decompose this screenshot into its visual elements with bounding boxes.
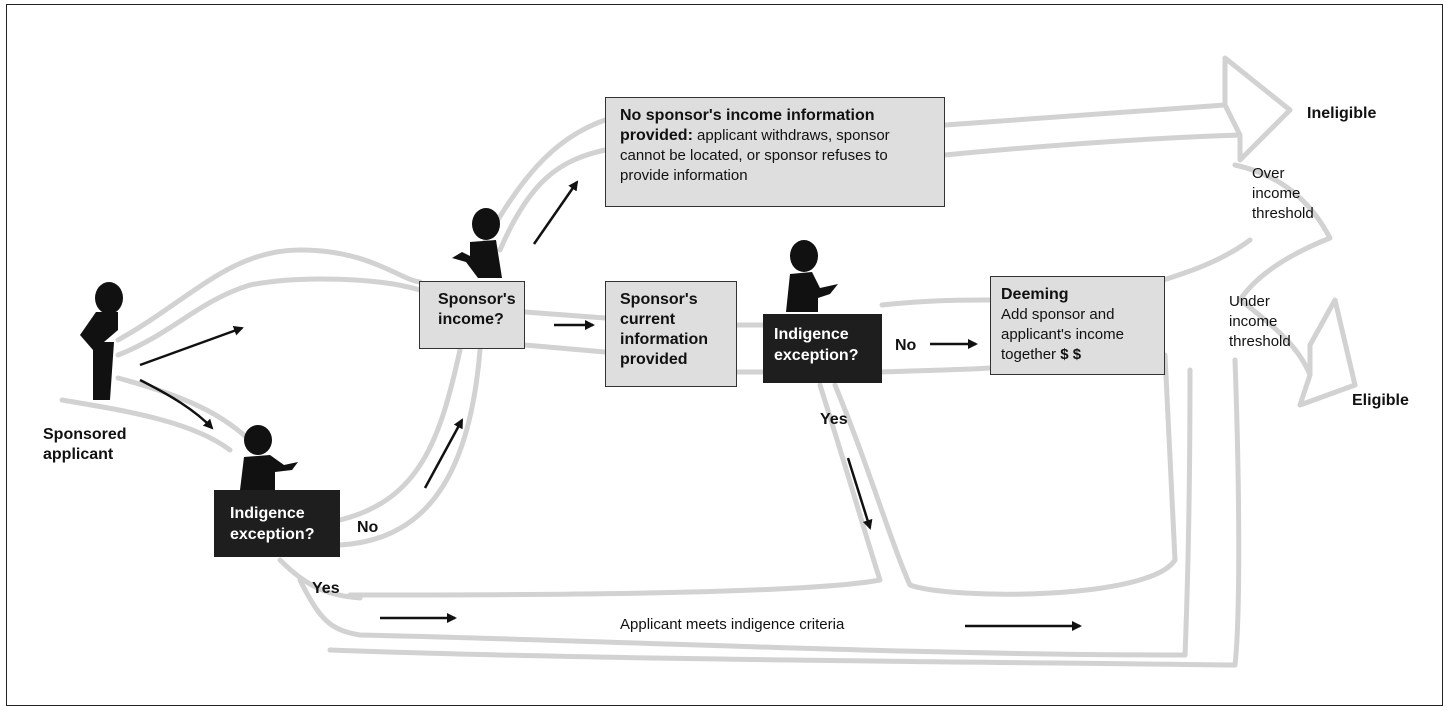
current-info-box: Sponsor's current information provided bbox=[605, 281, 737, 387]
person-icon-indigence-2 bbox=[786, 240, 838, 312]
eligible-label: Eligible bbox=[1352, 392, 1409, 409]
arrow-yes-down bbox=[846, 457, 873, 530]
indigence-2-no-label: No bbox=[895, 337, 917, 354]
sponsor-income-box: Sponsor's income? bbox=[419, 281, 525, 349]
start-label: Sponsored applicant bbox=[43, 426, 127, 463]
indigence-exception-box-2: Indigence exception? bbox=[763, 314, 882, 383]
indigence-1-no-label: No bbox=[357, 519, 379, 536]
flow-bands bbox=[59, 55, 1358, 668]
deeming-money: $ $ bbox=[1060, 346, 1082, 363]
deeming-title: Deeming bbox=[1001, 286, 1069, 303]
no-info-text: applicant withdraws, sponsor cannot be l… bbox=[620, 127, 890, 184]
meets-criteria-label: Applicant meets indigence criteria bbox=[620, 616, 845, 633]
ineligible-label: Ineligible bbox=[1307, 105, 1377, 122]
no-info-box: No sponsor's income information provided… bbox=[605, 97, 945, 207]
arrow-to-no-info bbox=[532, 180, 579, 245]
deeming-box: Deeming Add sponsor and applicant's inco… bbox=[990, 276, 1165, 375]
person-icon-start bbox=[80, 282, 123, 400]
deeming-text: Add sponsor and applicant's income toget… bbox=[1001, 306, 1124, 363]
no-info-title: No sponsor's income information provided… bbox=[620, 107, 875, 144]
over-threshold-label: Over income threshold bbox=[1252, 165, 1314, 222]
person-icon-sponsor bbox=[452, 208, 502, 278]
indigence-exception-box-1: Indigence exception? bbox=[214, 490, 340, 557]
indigence-2-yes-label: Yes bbox=[820, 411, 848, 428]
flow-arrows bbox=[139, 180, 1082, 631]
person-icon-indigence-1 bbox=[240, 425, 298, 490]
arrow-no-up bbox=[423, 418, 464, 489]
indigence-1-yes-label: Yes bbox=[312, 580, 340, 597]
arrow-start-to-indigence bbox=[139, 378, 214, 430]
under-threshold-label: Under income threshold bbox=[1229, 293, 1291, 350]
arrow-start-to-sponsor bbox=[139, 326, 244, 367]
